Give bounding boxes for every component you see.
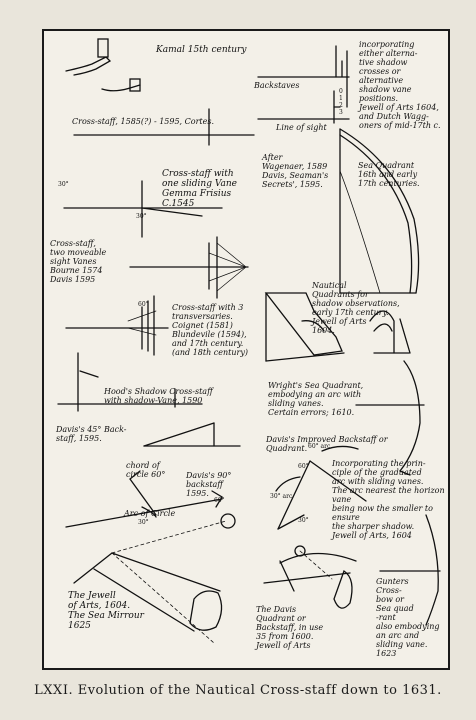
label-jewell-mirrour: The Jewell of Arts, 1604. The Sea Mirrou… — [68, 591, 144, 631]
label-scale-0: 0 — [339, 88, 343, 95]
label-gunters: Gunters Cross- bow or Sea quad -rant als… — [376, 577, 440, 658]
label-sea-quadrant: Sea Quadrant 16th and early 17th centuri… — [358, 161, 420, 188]
sea-quadrant-drawing — [339, 128, 420, 294]
hoods-cross-staff-drawing — [57, 352, 203, 412]
label-nautical-quadrants: Nautical Quadrants for shadow observatio… — [312, 281, 400, 335]
wrights-quadrant-drawing — [355, 360, 425, 476]
three-transversaries-drawing — [65, 295, 169, 356]
label-backstaves: Backstaves — [254, 81, 300, 90]
label-davis-90: Davis's 90° backstaff 1595. — [186, 471, 232, 498]
label-scale-1: 1 — [339, 95, 343, 102]
label-davis-quadrant: The Davis Quadrant or Backstaff, in use … — [256, 605, 324, 650]
label-deg-60-arc: 60° arc — [308, 443, 331, 450]
label-deg-60a: 60° — [138, 301, 149, 308]
label-wrights: Wright's Sea Quadrant, embodying an arc … — [268, 381, 364, 417]
figure-caption: LXXI. Evolution of the Nautical Cross-st… — [34, 683, 442, 698]
label-deg-60c: 60° — [214, 497, 225, 504]
label-cross-staff-1585: Cross-staff, 1585(?) - 1595, Cortes. — [72, 117, 215, 126]
label-three-transversaries: Cross-staff with 3 transversaries. Coign… — [172, 303, 248, 357]
label-line-of-sight: Line of sight — [276, 123, 327, 132]
jewell-figure-drawing — [73, 513, 236, 644]
nautical-quadrants-drawing — [264, 292, 411, 362]
kamal-drawing — [65, 38, 141, 92]
label-scale-2: 2 — [339, 102, 343, 109]
label-deg-30a: 30° — [58, 181, 69, 188]
label-incorporating: incorporating either alterna- tive shado… — [359, 40, 441, 130]
gunters-cross-bow-drawing — [379, 514, 441, 626]
label-deg-60b: 60° — [298, 463, 309, 470]
one-vane-cross-staff-drawing — [63, 180, 223, 238]
cross-staff-1585-drawing — [73, 108, 255, 146]
label-deg-30-arc: 30° arc — [270, 493, 293, 500]
davis-quadrant-drawing — [263, 545, 357, 609]
davis-45-backstaff-drawing — [143, 422, 241, 447]
label-hoods: Hood's Shadow Cross-staff with shadow-Va… — [104, 387, 213, 405]
backstaves-drawing — [257, 45, 350, 124]
label-kamal: Kamal 15th century — [156, 45, 247, 55]
label-arc-of-circle: Arc of Circle — [124, 509, 176, 518]
label-davis-improved: Davis's Improved Backstaff or Quadrant. — [266, 435, 388, 453]
label-chord: chord of circle 60° — [126, 461, 166, 479]
two-vanes-cross-staff-drawing — [129, 236, 249, 299]
davis-improved-drawing — [275, 445, 367, 530]
label-deg-30c: 30° — [138, 519, 149, 526]
label-deg-30d: 30° — [298, 517, 309, 524]
diagram-plate: Kamal 15th century incorporating either … — [42, 29, 450, 670]
label-after-waggener: After Wagenaer, 1589 Davis, Seaman's Sec… — [262, 153, 329, 189]
davis-90-backstaff-drawing — [65, 470, 223, 528]
label-incorporating-principle: Incorporating the prin- ciple of the gra… — [332, 459, 445, 540]
label-scale-3: 3 — [339, 109, 343, 116]
label-two-vanes: Cross-staff, two moveable sight Vanes Bo… — [50, 239, 107, 284]
label-davis-45: Davis's 45° Back- staff, 1595. — [56, 425, 127, 443]
instrument-drawings — [57, 38, 441, 644]
label-deg-30b: 30° — [136, 213, 147, 220]
label-one-vane: Cross-staff with one sliding Vane Gemma … — [162, 169, 237, 209]
